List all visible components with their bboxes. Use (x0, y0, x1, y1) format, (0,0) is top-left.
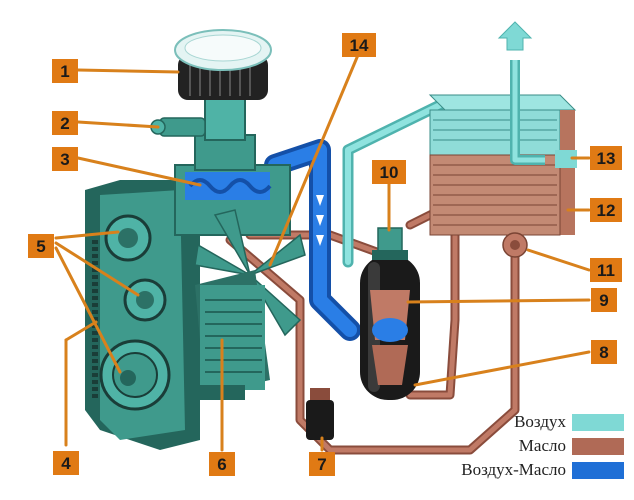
label-3: 3 (52, 147, 78, 171)
legend-item-air-oil: Воздух-Масло (461, 460, 624, 479)
label-2: 2 (52, 111, 78, 135)
svg-text:10: 10 (380, 163, 399, 182)
svg-text:9: 9 (599, 291, 608, 310)
label-6: 6 (209, 452, 235, 476)
legend-item-air: Воздух (514, 412, 624, 431)
cooler (428, 94, 577, 236)
leader-lines (54, 53, 591, 452)
svg-text:2: 2 (60, 114, 69, 133)
label-11: 11 (590, 258, 622, 282)
svg-text:3: 3 (60, 150, 69, 169)
svg-text:Воздух: Воздух (514, 412, 566, 431)
svg-text:8: 8 (599, 343, 608, 362)
label-5: 5 (28, 234, 54, 258)
label-4: 4 (53, 451, 79, 475)
label-14: 14 (342, 33, 376, 57)
label-7: 7 (309, 452, 335, 476)
oil-filter (306, 388, 334, 440)
legend-item-oil: Масло (519, 436, 624, 455)
svg-text:Воздух-Масло: Воздух-Масло (461, 460, 566, 479)
svg-text:14: 14 (350, 36, 369, 55)
svg-text:6: 6 (217, 455, 226, 474)
label-9: 9 (591, 288, 617, 312)
svg-text:1: 1 (60, 62, 69, 81)
svg-text:4: 4 (61, 454, 71, 473)
valve-11 (502, 232, 528, 258)
label-8: 8 (591, 340, 617, 364)
number-labels: 1 2 3 4 5 6 7 8 (28, 33, 622, 476)
separator-tank (360, 227, 420, 400)
up-arrow-icon (497, 21, 533, 51)
svg-text:11: 11 (597, 261, 615, 280)
exhaust-pipe (510, 60, 545, 165)
svg-text:5: 5 (36, 237, 45, 256)
label-12: 12 (590, 198, 622, 222)
label-10: 10 (372, 160, 406, 184)
svg-text:13: 13 (597, 149, 616, 168)
svg-text:Масло: Масло (519, 436, 566, 455)
pulleys (99, 214, 171, 411)
intake-assembly (150, 29, 272, 171)
svg-text:12: 12 (597, 201, 616, 220)
label-13: 13 (590, 146, 622, 170)
motor (195, 270, 270, 400)
label-1: 1 (52, 59, 78, 83)
legend: Воздух Масло Воздух-Масло (461, 412, 624, 479)
svg-text:7: 7 (317, 455, 326, 474)
